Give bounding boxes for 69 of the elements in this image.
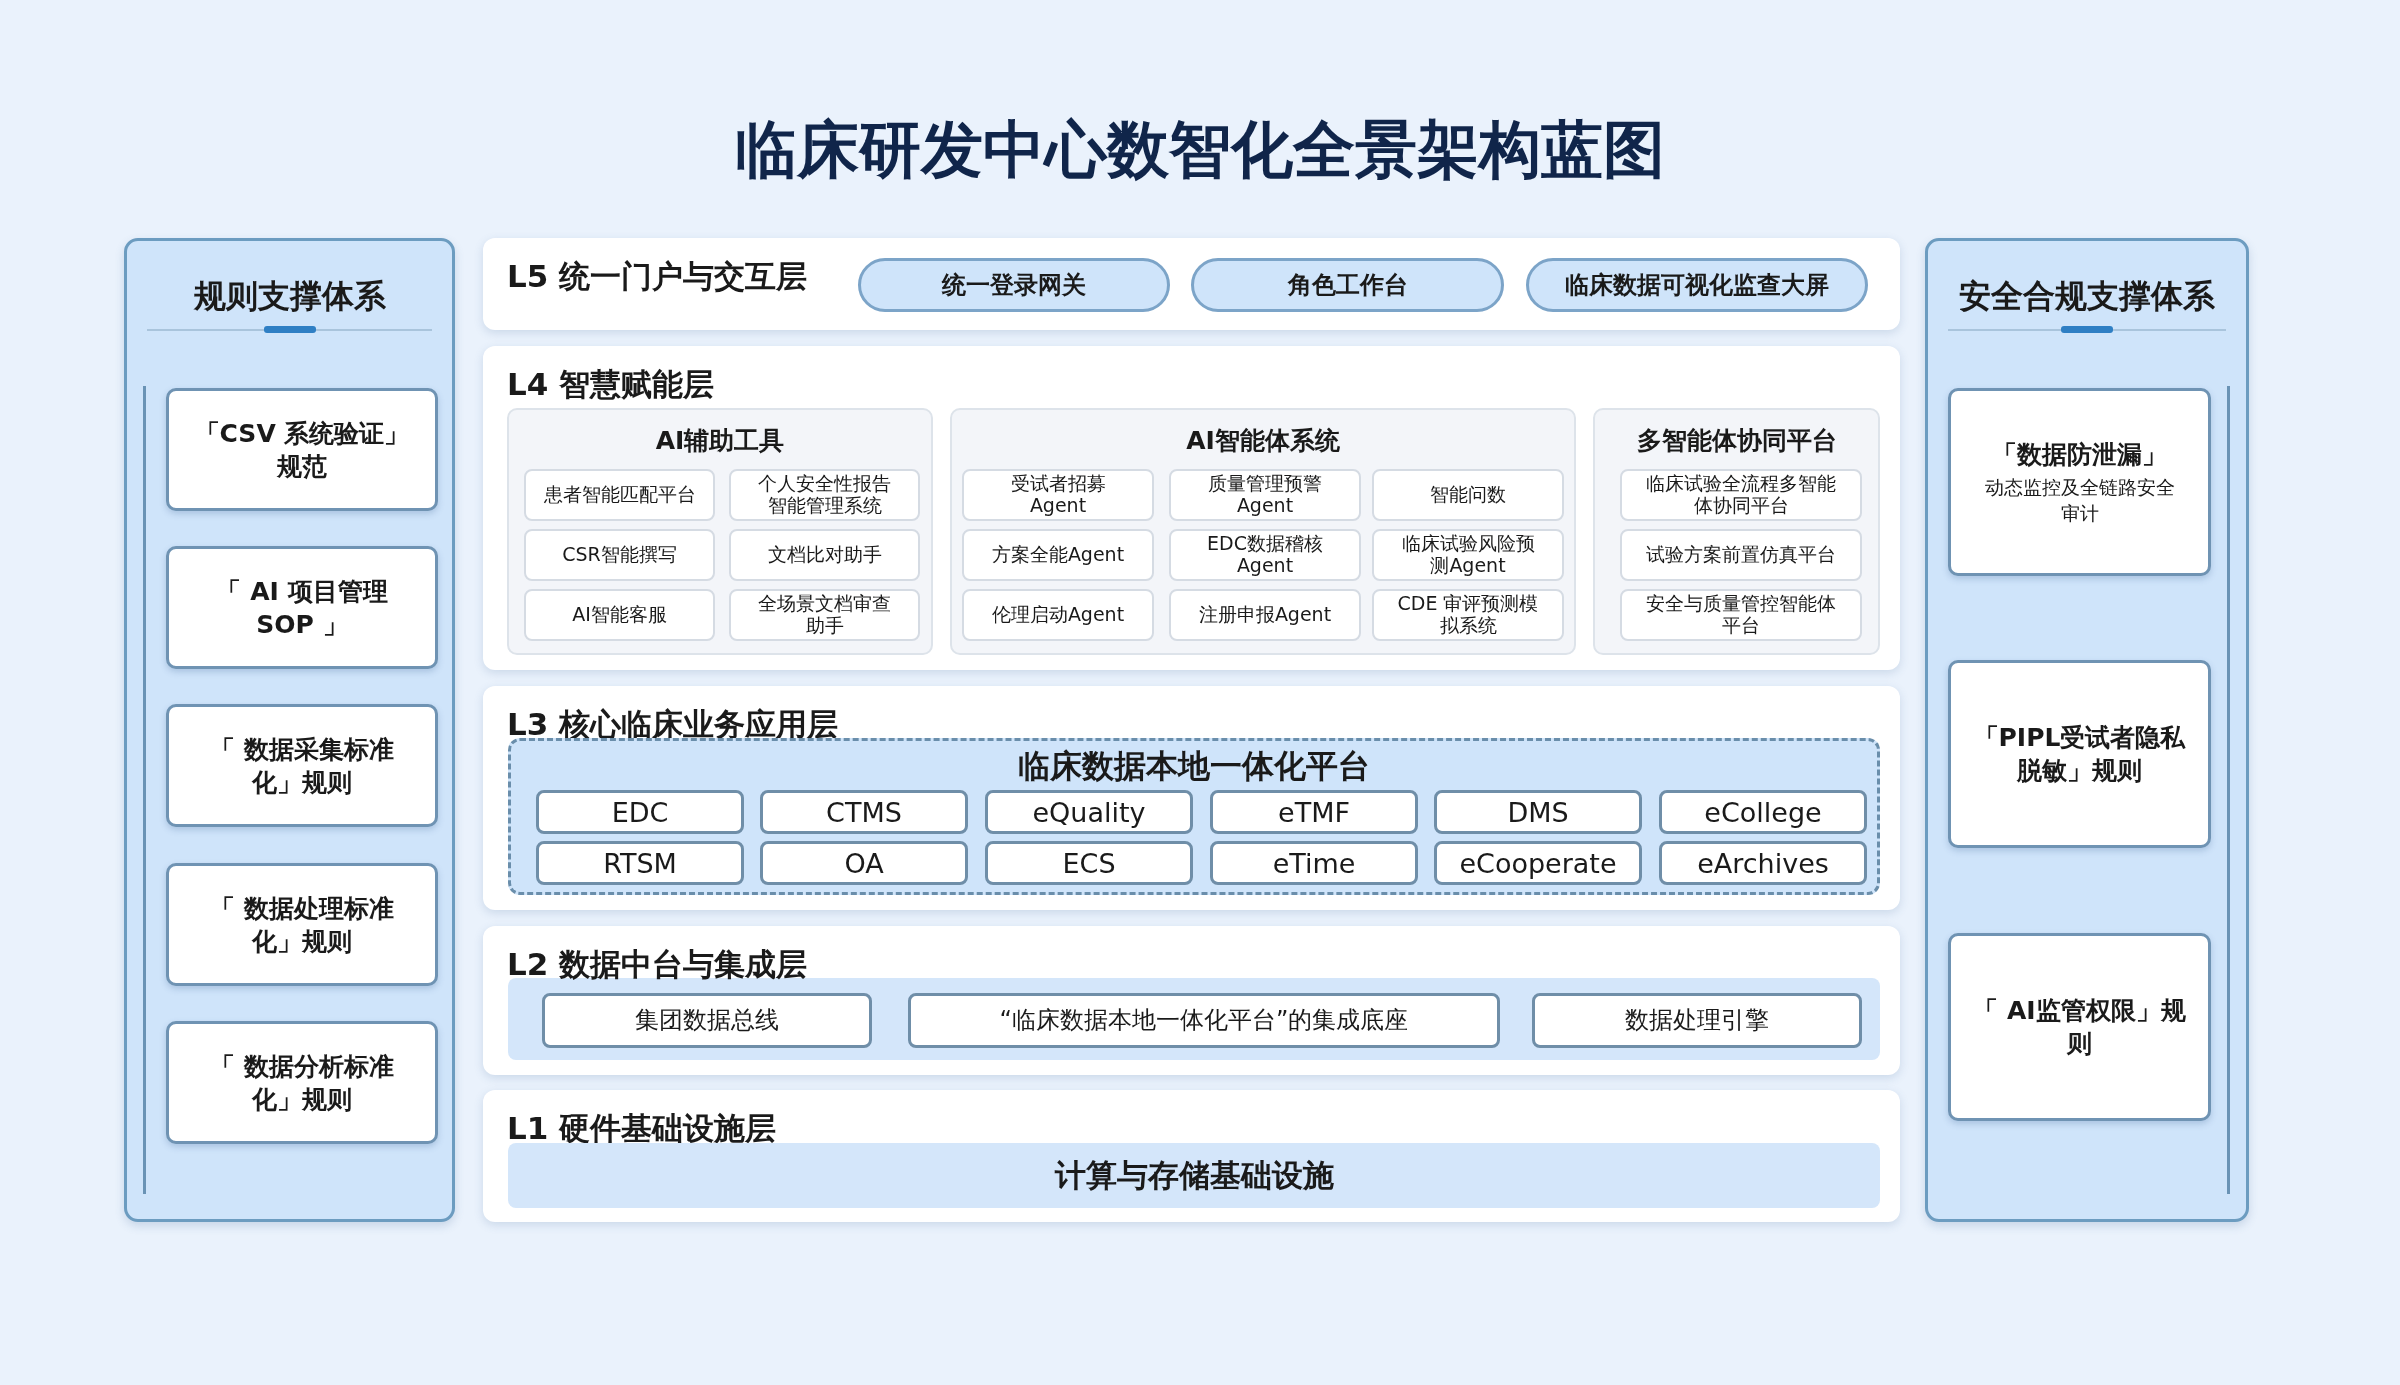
layer-panel (483, 1090, 1900, 1222)
portal-pill: 角色工作台 (1191, 258, 1504, 312)
module-card: 集团数据总线 (542, 993, 872, 1048)
module-card: 文档比对助手 (729, 529, 920, 581)
module-card: 个人安全性报告智能管理系统 (729, 469, 920, 521)
rule-card: 「 AI监管权限」规则 (1948, 933, 2211, 1121)
system-card: OA (760, 841, 968, 885)
module-card: 临床试验风险预测Agent (1372, 529, 1564, 581)
layer-panel (483, 238, 1900, 330)
diagram-title: 临床研发中心数智化全景架构蓝图 (734, 112, 1666, 188)
module-card: 安全与质量管控智能体平台 (1620, 589, 1862, 641)
rule-heading: 「数据防泄漏」 (1992, 438, 2167, 471)
rule-card: 「 数据处理标准化」规则 (166, 863, 438, 986)
module-card: EDC数据稽核Agent (1169, 529, 1361, 581)
layer-panel (483, 346, 1900, 670)
module-card: 质量管理预警Agent (1169, 469, 1361, 521)
module-card: 患者智能匹配平台 (524, 469, 715, 521)
panel-heading: 规则支撑体系 (192, 276, 387, 317)
layer-panel (483, 686, 1900, 910)
support-panel (1925, 238, 2249, 1222)
rule-card: 「CSV 系统验证」规范 (166, 388, 438, 511)
system-card: eCollege (1659, 790, 1867, 834)
module-card: 试验方案前置仿真平台 (1620, 529, 1862, 581)
layer-heading: L5 统一门户与交互层 (507, 257, 808, 296)
infrastructure-band: 计算与存储基础设施 (508, 1143, 1880, 1208)
layer-panel (483, 926, 1900, 1075)
system-card: ECS (985, 841, 1193, 885)
module-card: “临床数据本地一体化平台”的集成底座 (908, 993, 1500, 1048)
system-card: EDC (536, 790, 744, 834)
module-card: AI智能客服 (524, 589, 715, 641)
portal-pill: 临床数据可视化监查大屏 (1526, 258, 1868, 312)
module-group-panel (507, 408, 933, 655)
module-card: 方案全能Agent (962, 529, 1154, 581)
layer-heading: L4 智慧赋能层 (507, 365, 715, 404)
group-heading: AI辅助工具 (654, 425, 786, 457)
module-group-panel (950, 408, 1576, 655)
module-card: CSR智能撰写 (524, 529, 715, 581)
system-card: CTMS (760, 790, 968, 834)
module-card: 全场景文档审查助手 (729, 589, 920, 641)
rule-card: 「 数据分析标准化」规则 (166, 1021, 438, 1144)
rule-card: 「PIPL受试者隐私脱敏」规则 (1948, 660, 2211, 848)
rule-description: 动态监控及全链路安全审计 (1983, 474, 2176, 526)
system-card: eCooperate (1434, 841, 1642, 885)
platform-panel (508, 738, 1880, 895)
module-card: 数据处理引擎 (1532, 993, 1862, 1048)
rule-card (1948, 388, 2211, 576)
module-group-panel (1593, 408, 1880, 655)
support-panel (124, 238, 455, 1222)
system-card: eTime (1210, 841, 1418, 885)
module-card: 注册申报Agent (1169, 589, 1361, 641)
rule-card: 「 AI 项目管理SOP 」 (166, 546, 438, 669)
portal-pill: 统一登录网关 (858, 258, 1170, 312)
system-card: DMS (1434, 790, 1642, 834)
panel-heading: 安全合规支撑体系 (1958, 276, 2216, 317)
module-card: CDE 审评预测模拟系统 (1372, 589, 1564, 641)
system-card: eTMF (1210, 790, 1418, 834)
module-card: 伦理启动Agent (962, 589, 1154, 641)
layer-heading: L3 核心临床业务应用层 (507, 705, 839, 744)
system-card: RTSM (536, 841, 744, 885)
group-heading: 多智能体协同平台 (1635, 425, 1838, 457)
module-card: 临床试验全流程多智能体协同平台 (1620, 469, 1862, 521)
system-card: eQuality (985, 790, 1193, 834)
rule-card: 「 数据采集标准化」规则 (166, 704, 438, 827)
module-card: 智能问数 (1372, 469, 1564, 521)
module-card: 受试者招募Agent (962, 469, 1154, 521)
group-heading: 临床数据本地一体化平台 (1017, 746, 1371, 787)
group-heading: AI智能体系统 (1185, 425, 1341, 457)
layer-heading: L2 数据中台与集成层 (507, 945, 808, 984)
system-card: eArchives (1659, 841, 1867, 885)
